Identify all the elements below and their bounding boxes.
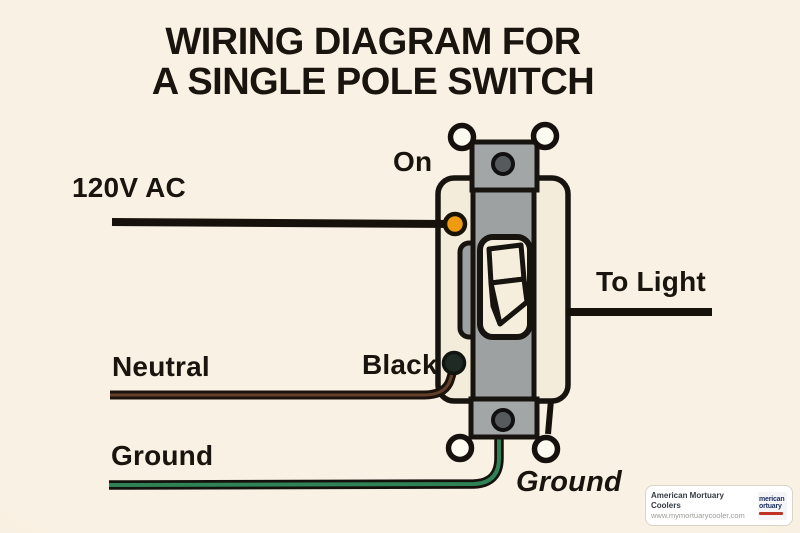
label-to-light: To Light <box>596 266 706 297</box>
title-line-2: A SINGLE POLE SWITCH <box>151 61 595 103</box>
black-terminal-dot <box>441 350 467 376</box>
screw-bottom <box>491 408 515 432</box>
diagram-title: WIRING DIAGRAM FOR A SINGLE POLE SWITCH <box>0 22 746 102</box>
screw-top <box>491 152 515 176</box>
title-line-1: WIRING DIAGRAM FOR <box>165 21 581 63</box>
watermark-logo-line-2: ortuary <box>759 503 782 511</box>
hot-terminal-dot <box>442 211 468 237</box>
label-black: Black <box>362 349 438 380</box>
hot-wire <box>111 218 456 228</box>
watermark-logo: merican ortuary <box>758 491 787 520</box>
toggle-bat-edge <box>488 282 503 325</box>
label-neutral: Neutral <box>112 351 210 382</box>
ground-wire-core <box>108 420 501 487</box>
watermark-badge: American Mortuary Coolers www.mymortuary… <box>645 485 793 526</box>
watermark-name: American Mortuary Coolers <box>651 490 724 510</box>
loop-bottom-right <box>531 434 561 464</box>
bottom-right-link-wire <box>545 399 554 435</box>
loop-top-right <box>530 121 560 151</box>
label-ground-right: Ground <box>516 466 622 498</box>
label-120v-ac: 120V AC <box>72 172 186 203</box>
watermark-url: www.mymortuarycooler.com <box>651 510 745 520</box>
loop-top-left <box>447 122 477 152</box>
watermark-logo-line-1: merican <box>759 495 785 503</box>
watermark-text: American Mortuary Coolers www.mymortuary… <box>651 491 754 520</box>
label-on: On <box>393 146 433 177</box>
watermark-logo-tagline-bar <box>759 512 783 516</box>
loop-bottom-left <box>445 433 475 463</box>
label-ground-left: Ground <box>111 440 214 471</box>
